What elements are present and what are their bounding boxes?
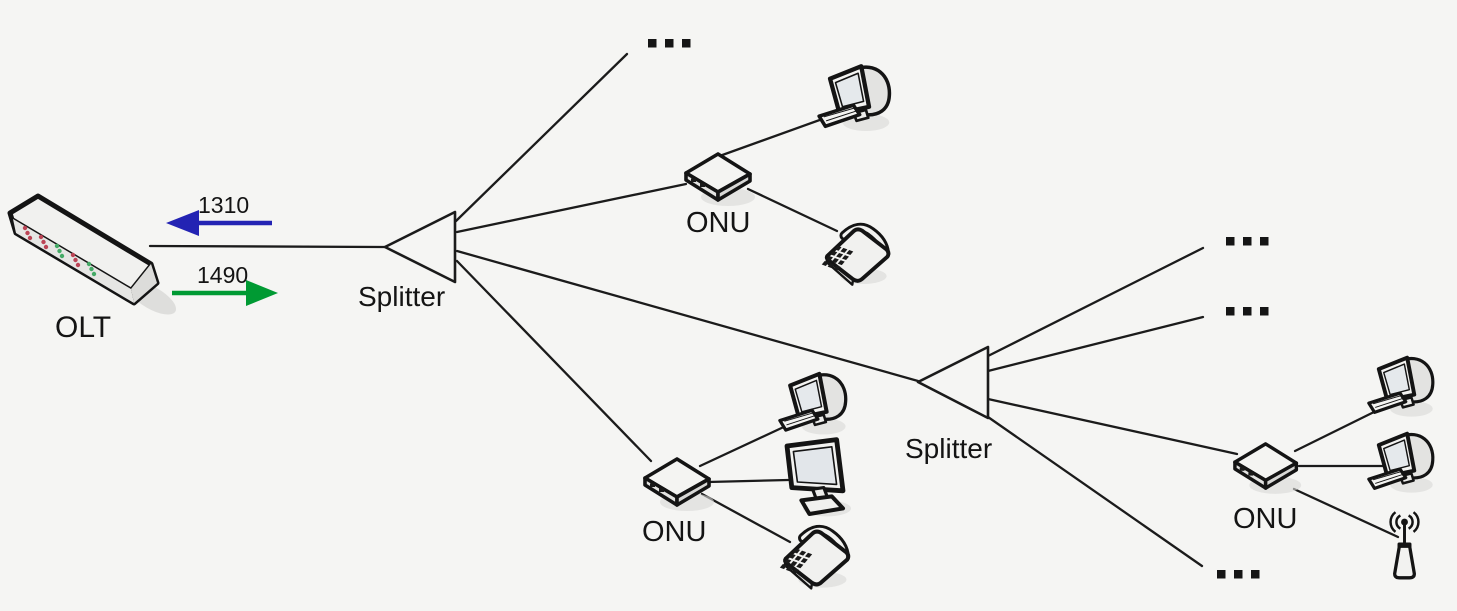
fiber-onu2-phone2 — [700, 492, 792, 544]
fiber-onu2-monitor — [706, 478, 790, 484]
fiber-splitter2-more3 — [986, 415, 1204, 568]
fiber-splitter1-onu1 — [455, 182, 688, 234]
fiber-onu3-antenna — [1292, 487, 1400, 539]
onu-modem-icon — [643, 457, 716, 513]
ellipsis-dots — [1226, 237, 1269, 246]
upstream-arrow — [166, 210, 272, 236]
fiber-splitter1-onu2 — [455, 259, 653, 463]
ellipsis-dots — [1226, 307, 1269, 316]
fiber-splitter1-more — [454, 52, 629, 223]
downstream-arrow — [172, 280, 278, 306]
telephone-icon — [780, 530, 848, 588]
fiber-onu3-computer3 — [1293, 410, 1376, 453]
downstream-arrowhead — [246, 280, 278, 306]
splitter2-label: Splitter — [905, 433, 992, 464]
ellipsis-dots — [1217, 570, 1260, 579]
upstream-arrowhead — [166, 210, 199, 236]
olt-chassis-icon — [7, 193, 177, 315]
telephone-icon — [822, 228, 889, 285]
optical-splitter-icon — [916, 345, 990, 420]
lcd-monitor-icon — [787, 440, 851, 517]
fiber-splitter2-more2 — [986, 315, 1205, 373]
wavelength-downstream-label: 1490 — [197, 262, 248, 288]
optical-splitter-icon — [383, 210, 457, 284]
desktop-computer-icon — [780, 374, 846, 435]
fiber-onu1-computer1 — [712, 115, 830, 160]
fiber-splitter1-splitter2 — [455, 249, 920, 383]
onu-modem-icon — [684, 152, 757, 208]
wifi-antenna-icon — [1388, 510, 1421, 580]
onu1-label: ONU — [686, 207, 750, 239]
fiber-olt-splitter1 — [148, 244, 387, 249]
fiber-splitter2-more1 — [986, 246, 1205, 358]
ellipsis-dots — [648, 39, 691, 48]
fiber-onu2-computer2 — [698, 423, 790, 468]
fiber-splitter2-onu3 — [986, 397, 1239, 456]
onu3-label: ONU — [1233, 503, 1297, 535]
onu2-label: ONU — [642, 516, 706, 548]
olt-end-cap — [131, 264, 157, 303]
olt-status-leds — [22, 225, 97, 277]
olt-label: OLT — [55, 311, 111, 344]
desktop-computer-icon — [819, 66, 889, 131]
fiber-onu1-phone1 — [746, 187, 839, 233]
wavelength-upstream-label: 1310 — [198, 192, 249, 218]
desktop-computer-icon — [1366, 431, 1435, 495]
desktop-computer-icon — [1366, 355, 1435, 419]
onu-modem-icon — [1233, 442, 1303, 496]
splitter1-label: Splitter — [358, 281, 445, 312]
